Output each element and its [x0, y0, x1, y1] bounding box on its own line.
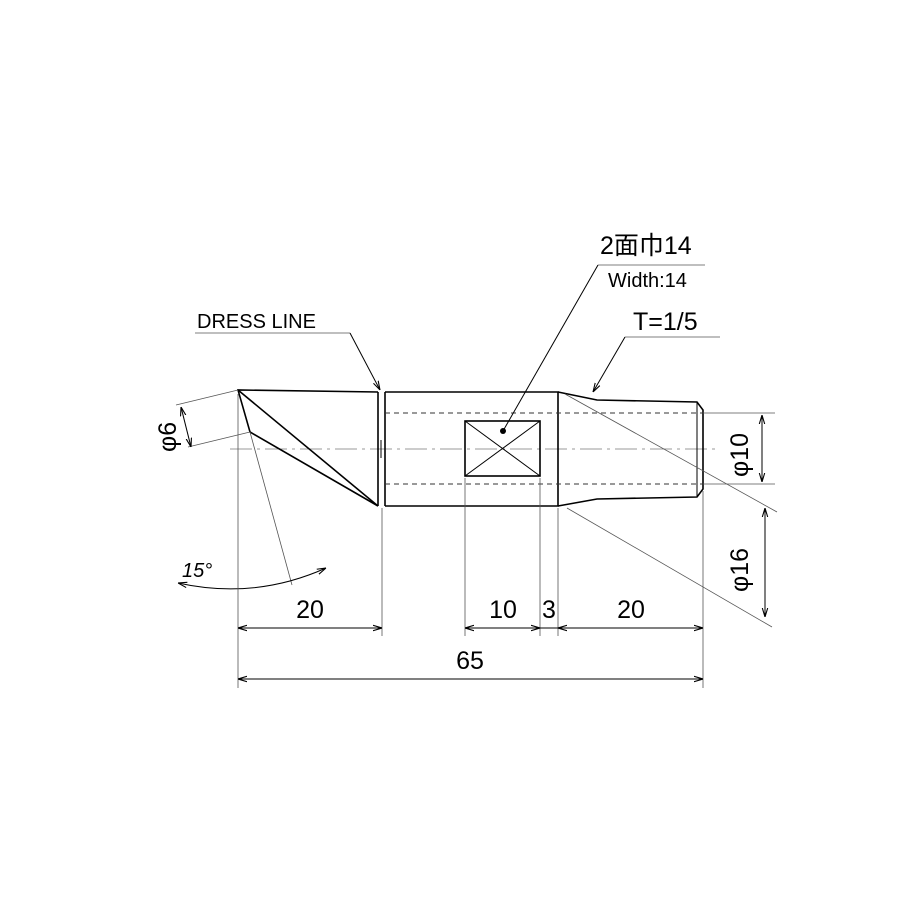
flat-leader-dot	[500, 428, 506, 434]
flat-label-jp: 2面巾14	[600, 232, 692, 260]
flat-leader	[502, 264, 599, 432]
dress-line-callout: DRESS LINE	[195, 311, 380, 390]
shank-outline	[557, 391, 704, 507]
shank-diameter-label: φ10	[726, 433, 754, 477]
body-diameter-dim: φ16	[564, 393, 778, 628]
flat-label-en: Width:14	[608, 270, 687, 292]
taper-label: T=1/5	[633, 308, 698, 336]
angle-label: 15°	[182, 560, 212, 582]
wrench-flat-callout: 2面巾14 Width:14	[500, 232, 705, 434]
taper-callout: T=1/5	[593, 308, 720, 392]
flat-cross-b	[464, 420, 541, 477]
gap-length-label: 3	[542, 596, 556, 624]
tip-outline	[236, 389, 379, 507]
body-diameter-label: φ16	[726, 548, 754, 592]
tool-body	[236, 389, 704, 507]
total-length-label: 65	[456, 647, 484, 675]
dress-line-label: DRESS LINE	[197, 311, 316, 333]
dress-line-leader	[349, 332, 380, 390]
tip-edge	[237, 389, 379, 507]
flat-length-label: 10	[489, 596, 517, 624]
wrench-flat	[464, 420, 541, 477]
angle-dim: 15°	[178, 431, 326, 590]
tip-diameter-dim: φ6	[154, 389, 251, 452]
length-dims: 20 10 3 20 65	[237, 394, 704, 688]
taper-leader	[593, 336, 626, 392]
tip-length-label: 20	[296, 596, 324, 624]
shank-length-label: 20	[617, 596, 645, 624]
body-outline	[385, 391, 559, 507]
tip-diameter-label: φ6	[154, 422, 182, 452]
shank-diameter-dim: φ10	[703, 412, 775, 485]
